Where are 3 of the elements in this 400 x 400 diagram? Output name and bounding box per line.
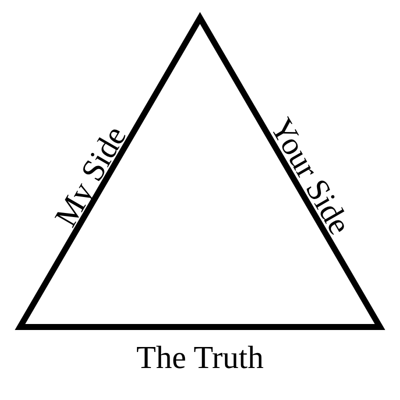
side-label: My Side [48,120,132,232]
base-label: The Truth [136,341,264,373]
triangle-outline [14,12,386,330]
